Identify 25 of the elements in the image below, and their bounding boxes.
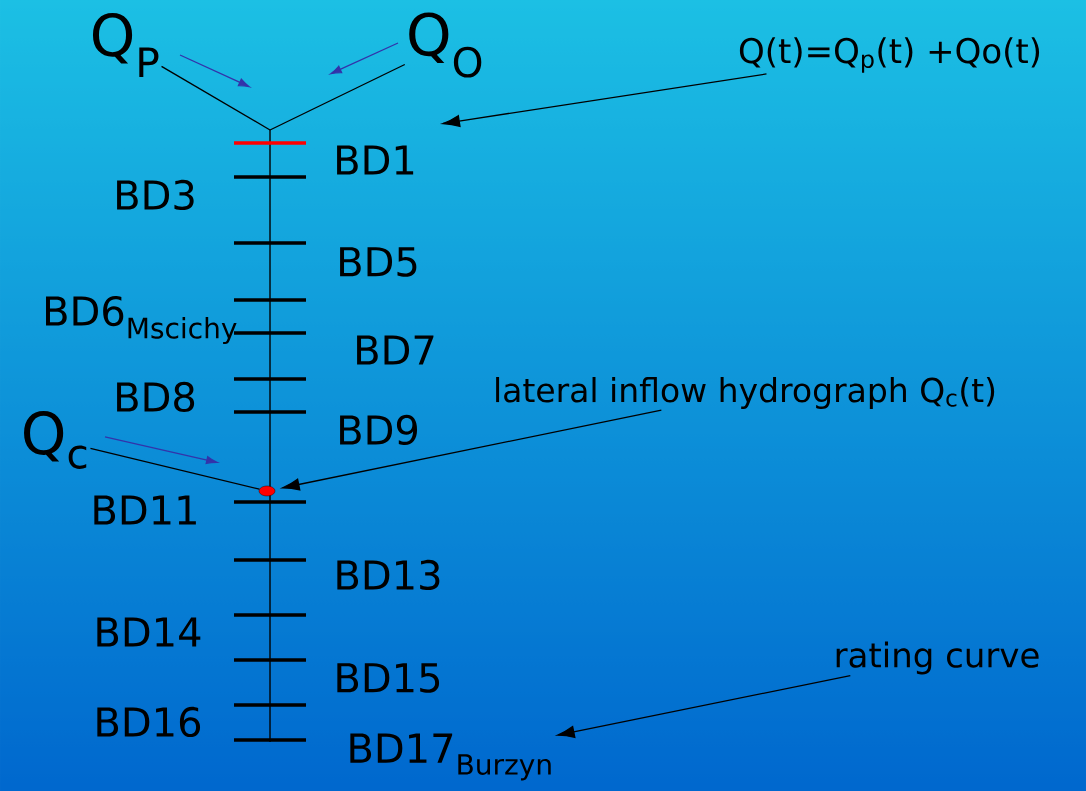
tributary-line (160, 65, 271, 131)
river-label: Q$_{P}$ (92, 12, 159, 77)
tributary-line (269, 63, 406, 131)
annotation-label: lateral inflow hydrograph Q$_{c}$(t) (496, 377, 995, 409)
station-label: BD6$_{Mscichy}$ (46, 295, 237, 345)
station-label: BD15 (337, 663, 440, 693)
annotation-label: rating curve (836, 641, 1039, 675)
arrow (282, 409, 662, 491)
station-label: BD8 (117, 381, 195, 413)
tributary-line (89, 447, 260, 490)
station-label: BD16 (97, 706, 201, 738)
station-label: BD1 (337, 145, 414, 175)
station-label: BD7 (357, 335, 434, 365)
arrow (442, 73, 768, 128)
formula-label: Q(t)=Q$_{p}$(t) +Qo(t) (739, 37, 1040, 73)
river-label: Q$_{O}$ (409, 12, 482, 78)
station-label: BD13 (337, 559, 440, 591)
river-label: Q$_{c}$ (24, 411, 87, 469)
station-label: BD14 (97, 617, 201, 647)
station-label: BD9 (340, 414, 418, 446)
station-label: BD3 (117, 179, 194, 211)
arrow (557, 675, 851, 738)
station-label: BD5 (340, 247, 417, 277)
station-label: BD11 (94, 495, 196, 525)
station-label: BD17$_{Burzyn}$ (350, 733, 551, 781)
